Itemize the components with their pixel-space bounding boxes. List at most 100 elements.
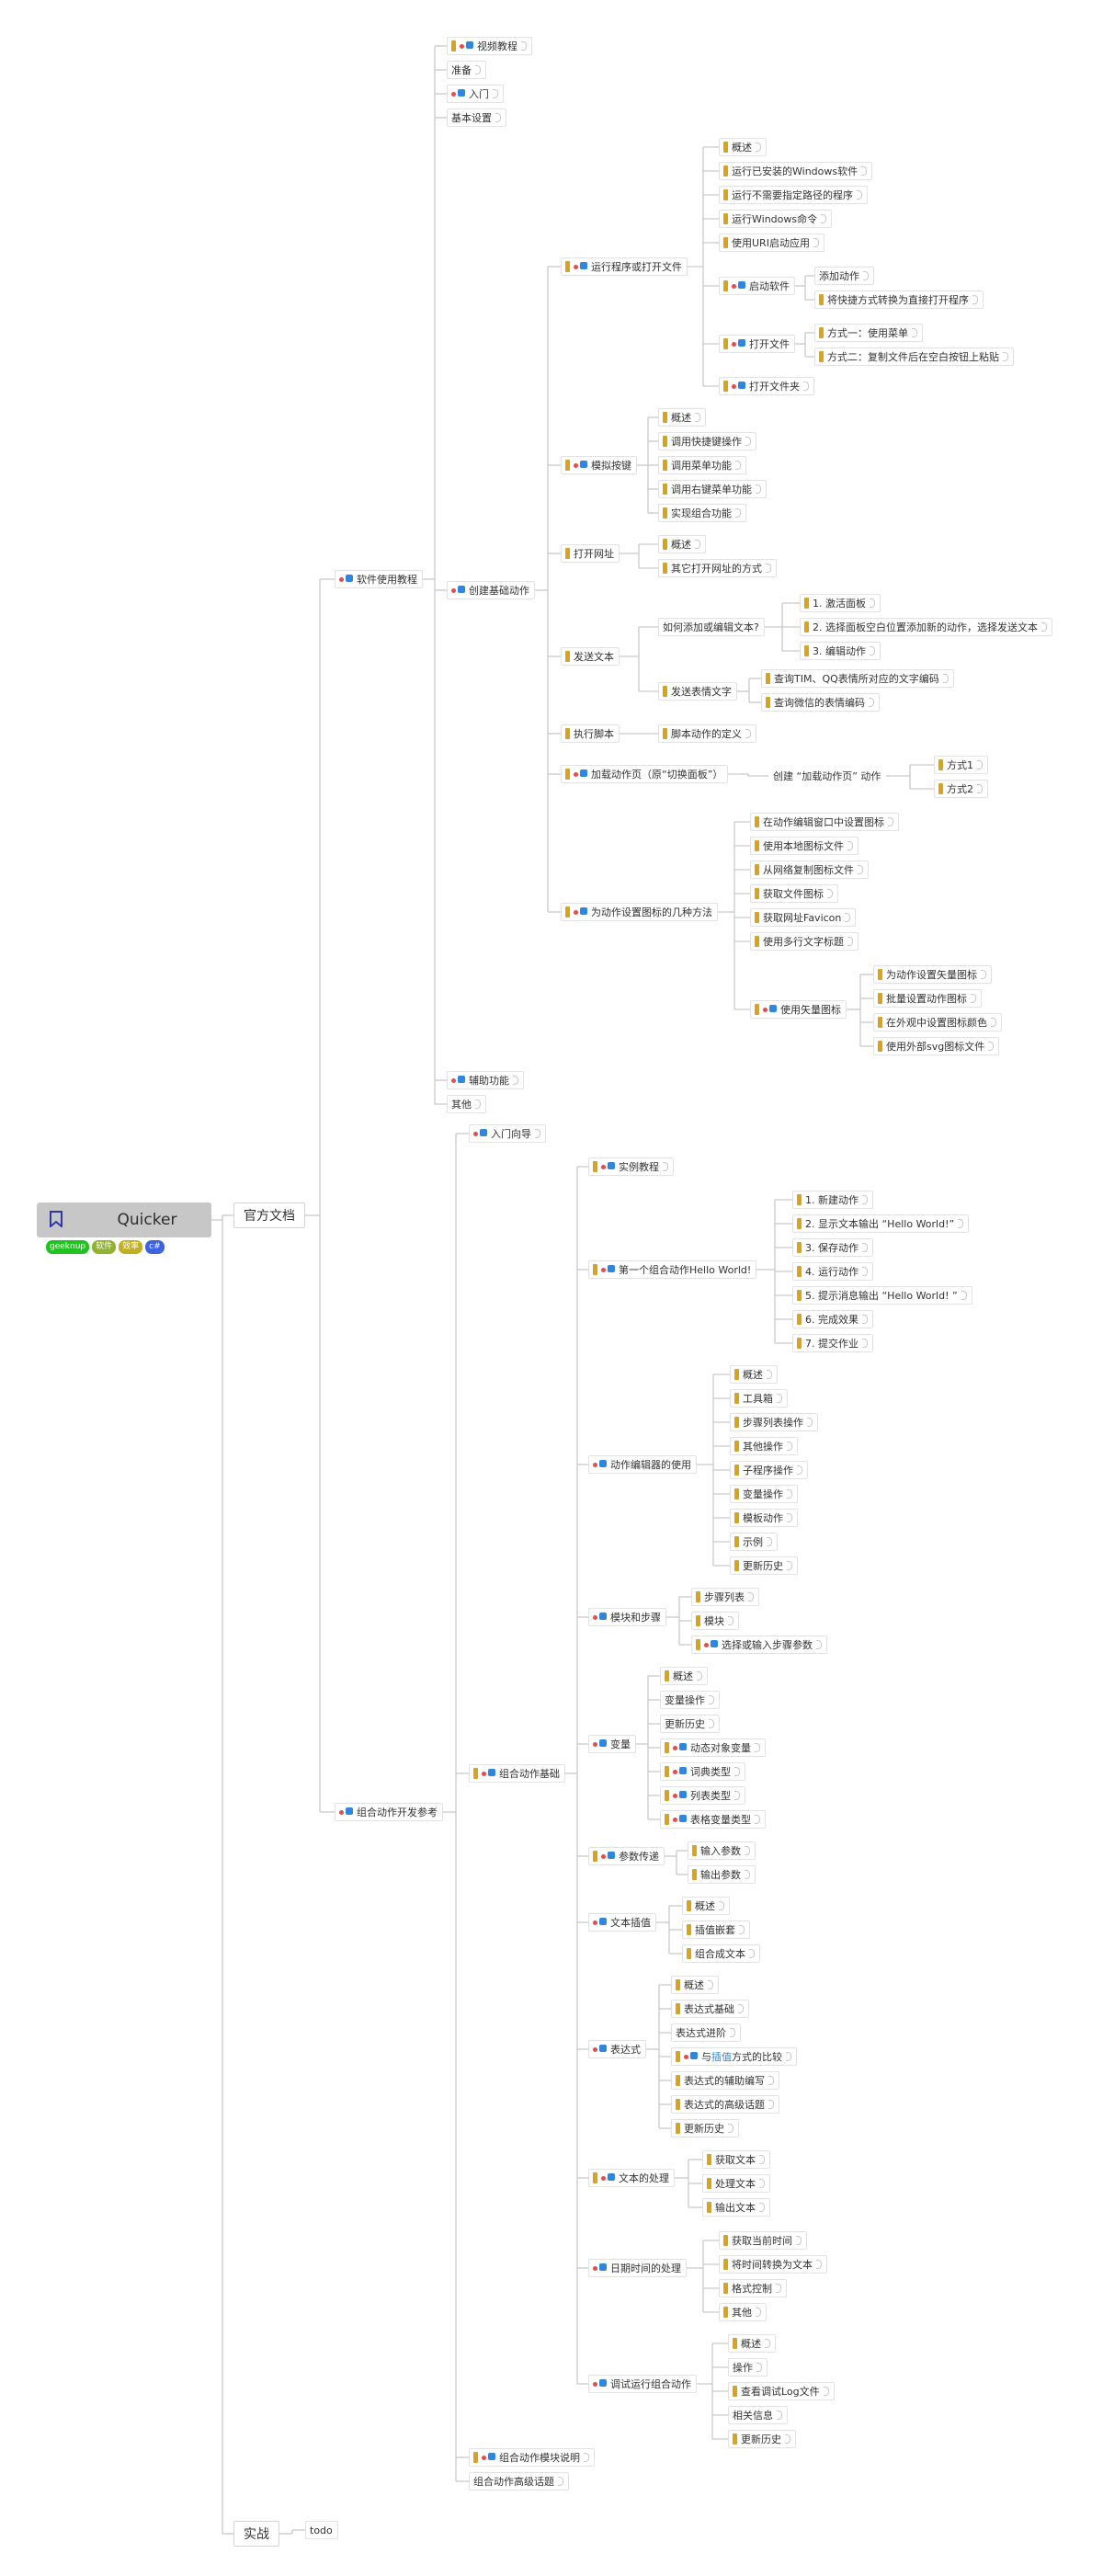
collapse-toggle-icon[interactable]: [745, 729, 751, 738]
mindmap-node[interactable]: 启动软件: [719, 277, 795, 295]
mindmap-node[interactable]: 方式一：使用菜单: [814, 324, 923, 342]
collapse-toggle-icon[interactable]: [972, 295, 978, 304]
collapse-toggle-icon[interactable]: [870, 598, 875, 608]
mindmap-node[interactable]: 查询TIM、QQ表情所对应的文字编码: [761, 669, 954, 688]
mindmap-node[interactable]: 获取文件图标: [750, 884, 838, 903]
collapse-toggle-icon[interactable]: [759, 2179, 765, 2188]
mindmap-node[interactable]: 表达式的辅助编写: [671, 2071, 779, 2090]
collapse-toggle-icon[interactable]: [475, 1100, 481, 1109]
mindmap-node[interactable]: 子程序操作: [730, 1461, 808, 1479]
collapse-toggle-icon[interactable]: [991, 1018, 996, 1027]
mindmap-node[interactable]: 在外观中设置图标颜色: [873, 1013, 1002, 1032]
mindmap-node[interactable]: 加载动作页（原“切换面板”）: [561, 765, 729, 783]
collapse-toggle-icon[interactable]: [748, 1592, 754, 1601]
mindmap-node[interactable]: 4. 运行动作: [792, 1262, 873, 1281]
mindmap-node[interactable]: 运行已安装的Windows软件: [719, 162, 873, 180]
collapse-toggle-icon[interactable]: [739, 1925, 745, 1934]
mindmap-node[interactable]: 从网络复制图标文件: [750, 861, 869, 879]
mindmap-node[interactable]: 视频教程: [447, 37, 532, 55]
mindmap-node[interactable]: 方式1: [934, 756, 988, 774]
mindmap-node[interactable]: 创建 “加载动作页” 动作: [768, 767, 887, 785]
mindmap-node[interactable]: 表格变量类型: [660, 1810, 766, 1829]
collapse-toggle-icon[interactable]: [942, 674, 949, 683]
mindmap-node[interactable]: 运行Windows命令: [719, 210, 833, 228]
mindmap-node[interactable]: 更新历史: [671, 2119, 739, 2137]
mindmap-node[interactable]: 获取文本: [702, 2150, 770, 2169]
mindmap-node[interactable]: todo: [305, 2521, 338, 2539]
mindmap-node[interactable]: 概述: [682, 1897, 730, 1915]
mindmap-node[interactable]: 概述: [671, 1976, 719, 1994]
mindmap-node[interactable]: 2. 显示文本输出 “Hello World!”: [792, 1214, 970, 1233]
mindmap-node[interactable]: 模块和步骤: [588, 1608, 666, 1626]
mindmap-node[interactable]: 概述: [658, 408, 706, 427]
collapse-toggle-icon[interactable]: [765, 2339, 770, 2348]
mindmap-node[interactable]: 处理文本: [702, 2174, 770, 2193]
collapse-toggle-icon[interactable]: [756, 484, 761, 494]
mindmap-node[interactable]: 如何添加或编辑文本?: [658, 618, 765, 636]
mindmap-node[interactable]: 日期时间的处理: [588, 2259, 687, 2277]
mindmap-node[interactable]: 概述: [730, 1365, 778, 1384]
collapse-toggle-icon[interactable]: [767, 1370, 772, 1379]
mindmap-node[interactable]: 操作: [728, 2358, 768, 2377]
collapse-toggle-icon[interactable]: [857, 190, 862, 199]
collapse-toggle-icon[interactable]: [961, 1291, 967, 1300]
collapse-toggle-icon[interactable]: [787, 1513, 792, 1522]
mindmap-node[interactable]: 概述: [660, 1667, 708, 1685]
mindmap-node[interactable]: 1. 新建动作: [792, 1191, 873, 1209]
tag-geeknup[interactable]: geeknup: [46, 1240, 90, 1254]
tag-efficiency[interactable]: 效率: [119, 1240, 143, 1254]
collapse-toggle-icon[interactable]: [816, 1640, 822, 1649]
collapse-toggle-icon[interactable]: [786, 2052, 791, 2061]
collapse-toggle-icon[interactable]: [785, 2434, 790, 2444]
mindmap-node[interactable]: 组合动作高级话题: [469, 2472, 569, 2491]
collapse-toggle-icon[interactable]: [513, 1076, 518, 1085]
collapse-toggle-icon[interactable]: [766, 564, 771, 573]
collapse-toggle-icon[interactable]: [738, 2004, 744, 2013]
collapse-toggle-icon[interactable]: [759, 2155, 765, 2164]
collapse-toggle-icon[interactable]: [803, 382, 809, 391]
mindmap-node[interactable]: 组合动作开发参考: [335, 1803, 443, 1821]
mindmap-node[interactable]: 表达式的高级话题: [671, 2095, 779, 2114]
collapse-toggle-icon[interactable]: [749, 1949, 755, 1958]
collapse-toggle-icon[interactable]: [728, 2124, 733, 2133]
mindmap-node[interactable]: 其他: [447, 1095, 486, 1113]
collapse-toggle-icon[interactable]: [813, 238, 819, 247]
mindmap-node[interactable]: 其它打开网址的方式: [658, 559, 777, 577]
collapse-toggle-icon[interactable]: [735, 508, 741, 518]
collapse-toggle-icon[interactable]: [847, 937, 853, 946]
mindmap-node[interactable]: 实现组合功能: [658, 504, 746, 522]
mindmap-node[interactable]: 使用URI启动应用: [719, 234, 824, 252]
mindmap-node[interactable]: 插值嵌套: [682, 1921, 750, 1939]
collapse-toggle-icon[interactable]: [796, 2236, 802, 2245]
mindmap-node[interactable]: 工具箱: [730, 1389, 788, 1408]
collapse-toggle-icon[interactable]: [745, 1846, 750, 1855]
mindmap-node[interactable]: 打开文件夹: [719, 377, 814, 395]
mindmap-node[interactable]: 运行程序或打开文件: [561, 257, 688, 276]
collapse-toggle-icon[interactable]: [862, 1267, 868, 1276]
collapse-toggle-icon[interactable]: [695, 413, 700, 422]
collapse-toggle-icon[interactable]: [861, 166, 868, 176]
collapse-toggle-icon[interactable]: [735, 461, 741, 470]
mindmap-node[interactable]: 动作编辑器的使用: [588, 1455, 697, 1474]
mindmap-node[interactable]: 创建基础动作: [447, 581, 535, 599]
mindmap-node[interactable]: 步骤列表: [691, 1588, 759, 1606]
mindmap-node[interactable]: 其他: [719, 2303, 767, 2321]
mindmap-node[interactable]: 其他操作: [730, 1437, 798, 1455]
mindmap-node[interactable]: 将时间转换为文本: [719, 2255, 827, 2274]
collapse-toggle-icon[interactable]: [971, 994, 976, 1003]
mindmap-node[interactable]: 表达式基础: [671, 2000, 749, 2018]
mindmap-node[interactable]: 概述: [728, 2334, 776, 2353]
collapse-toggle-icon[interactable]: [734, 1767, 740, 1776]
collapse-toggle-icon[interactable]: [858, 865, 863, 874]
collapse-toggle-icon[interactable]: [787, 1489, 792, 1499]
mindmap-node[interactable]: 7. 提交作业: [792, 1334, 873, 1352]
mindmap-node[interactable]: 发送表情文字: [658, 682, 737, 701]
mindmap-node[interactable]: 将快捷方式转换为直接打开程序: [814, 291, 984, 309]
mindmap-node[interactable]: 调用快捷键操作: [658, 432, 756, 450]
collapse-toggle-icon[interactable]: [981, 970, 986, 979]
collapse-toggle-icon[interactable]: [863, 271, 869, 280]
collapse-toggle-icon[interactable]: [709, 1719, 714, 1728]
mindmap-node[interactable]: 脚本动作的定义: [658, 724, 756, 743]
mindmap-node[interactable]: 表达式: [588, 2040, 646, 2058]
collapse-toggle-icon[interactable]: [708, 1980, 713, 1989]
